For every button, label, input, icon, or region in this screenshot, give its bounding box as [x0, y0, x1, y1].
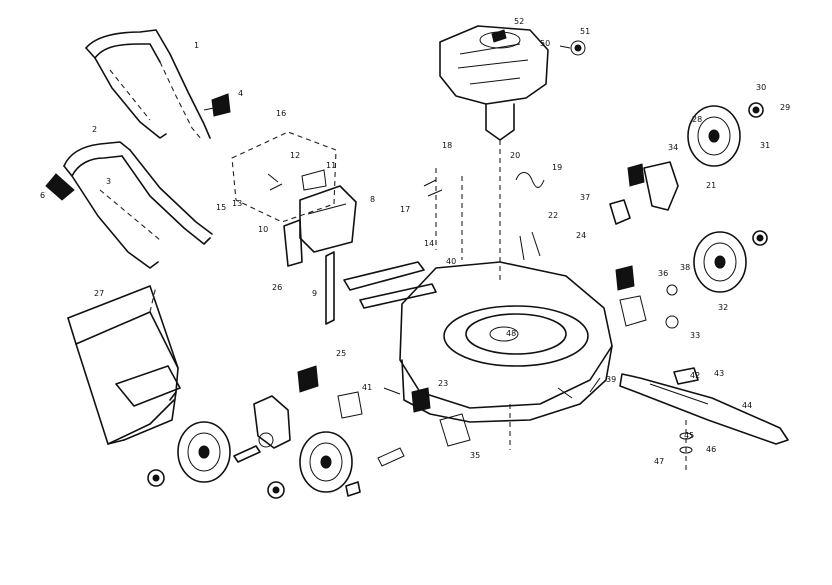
control-rods-icon [325, 168, 463, 325]
callout-label-16: 16 [276, 109, 286, 118]
blade-bolt-icon [679, 420, 693, 474]
blade-icon [619, 367, 789, 445]
callout-label-41: 41 [362, 383, 372, 392]
engine-fasteners-icon [559, 40, 586, 56]
callout-label-20: 20 [510, 151, 520, 160]
axle-bolt-icon [233, 284, 679, 497]
grass-catcher-bag-icon [67, 285, 181, 445]
lower-knob-icon [45, 173, 75, 201]
callout-label-27: 27 [94, 289, 104, 298]
callout-label-15: 15 [216, 203, 226, 212]
callout-label-29: 29 [780, 103, 790, 112]
callout-label-35: 35 [470, 451, 480, 460]
callout-label-4: 4 [238, 89, 243, 98]
spring-icon [377, 172, 601, 467]
callout-label-23: 23 [438, 379, 448, 388]
callout-label-18: 18 [442, 141, 452, 150]
callout-label-21: 21 [706, 181, 716, 190]
wheel-icon [693, 231, 747, 293]
callout-label-13: 13 [232, 199, 242, 208]
mower-deck-icon [399, 261, 613, 450]
callout-label-24: 24 [576, 231, 586, 240]
callout-label-10: 10 [258, 225, 268, 234]
callout-label-48: 48 [506, 329, 516, 338]
wheel-icon [299, 431, 353, 493]
callout-label-3: 3 [106, 177, 111, 186]
callout-label-9: 9 [312, 289, 317, 298]
callout-label-51: 51 [580, 27, 590, 36]
engine-icon [439, 25, 549, 280]
wheel-icon [177, 421, 231, 483]
callout-label-37: 37 [580, 193, 590, 202]
upper-handle-icon [85, 29, 211, 141]
callout-label-32: 32 [718, 303, 728, 312]
gear-case-icon [253, 161, 679, 449]
callout-label-45: 45 [684, 431, 694, 440]
callout-label-46: 46 [706, 445, 716, 454]
wheel-icon [687, 105, 741, 167]
drive-pinion-icon [297, 163, 645, 413]
callout-label-6: 6 [40, 191, 45, 200]
callout-label-22: 22 [548, 211, 558, 220]
callout-label-30: 30 [756, 83, 766, 92]
callout-label-50: 50 [540, 39, 550, 48]
callout-label-8: 8 [370, 195, 375, 204]
callout-label-14: 14 [424, 239, 434, 248]
callout-label-38: 38 [680, 263, 690, 272]
callout-label-11: 11 [326, 161, 336, 170]
callout-label-33: 33 [690, 331, 700, 340]
callout-label-39: 39 [606, 375, 616, 384]
callout-label-25: 25 [336, 349, 346, 358]
lower-handle-icon [63, 141, 213, 269]
callout-label-31: 31 [760, 141, 770, 150]
rear-guard-icon [231, 131, 357, 267]
callout-label-47: 47 [654, 457, 664, 466]
callout-label-42: 42 [690, 371, 700, 380]
hub-cap-icon [147, 102, 768, 499]
callout-label-28: 28 [692, 115, 702, 124]
callout-label-26: 26 [272, 283, 282, 292]
callout-label-17: 17 [400, 205, 410, 214]
callout-label-43: 43 [714, 369, 724, 378]
callout-label-40: 40 [446, 257, 456, 266]
callout-label-34: 34 [668, 143, 678, 152]
callout-label-1: 1 [194, 41, 199, 50]
callout-label-2: 2 [92, 125, 97, 134]
callout-label-52: 52 [514, 17, 524, 26]
handle-knob-icon [203, 93, 231, 117]
callout-label-44: 44 [742, 401, 752, 410]
callout-label-36: 36 [658, 269, 668, 278]
callout-label-19: 19 [552, 163, 562, 172]
callout-label-12: 12 [290, 151, 300, 160]
